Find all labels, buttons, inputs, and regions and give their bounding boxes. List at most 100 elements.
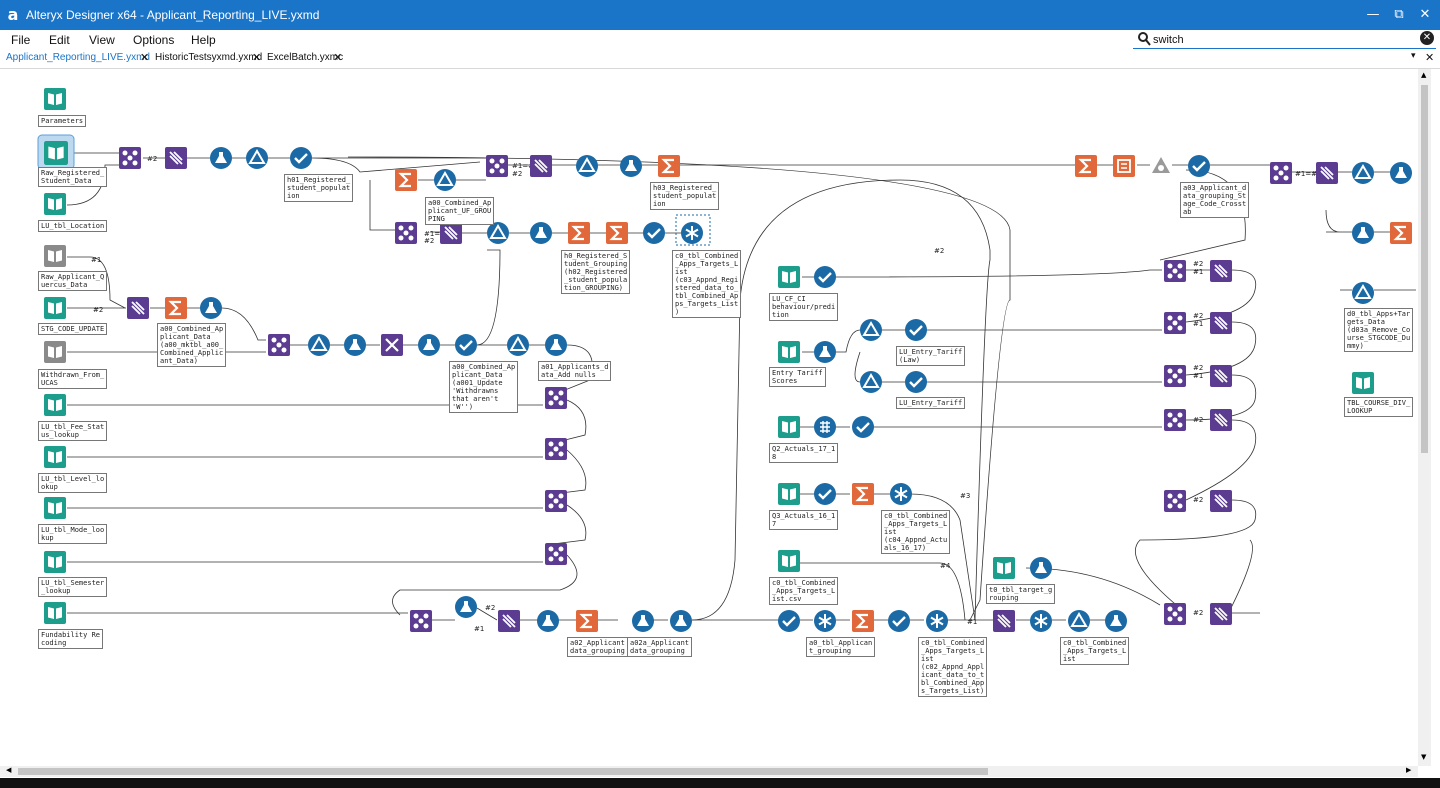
join-tool[interactable] <box>1164 409 1186 431</box>
output-data-tool[interactable] <box>1113 155 1135 177</box>
filter-tool[interactable] <box>860 371 882 393</box>
formula-tool[interactable] <box>1352 222 1374 244</box>
tab-historic-tests[interactable]: HistoricTestsyxmd.yxmd <box>155 52 263 63</box>
menu-help[interactable]: Help <box>191 33 216 47</box>
formula-tool[interactable] <box>1030 557 1052 579</box>
summarize-tool[interactable] <box>395 169 417 191</box>
tab-applicant-reporting[interactable]: Applicant_Reporting_LIVE.yxmd <box>6 52 150 63</box>
macro-tool[interactable] <box>1152 157 1170 173</box>
join-tool[interactable] <box>1164 312 1186 334</box>
sort-tool[interactable] <box>852 416 874 438</box>
join-tool[interactable] <box>486 155 508 177</box>
clear-search-icon[interactable]: ✕ <box>1420 31 1434 45</box>
filter-tool[interactable] <box>1352 282 1374 304</box>
join-tool[interactable] <box>395 222 417 244</box>
close-tab-icon[interactable]: ✕ <box>252 51 262 64</box>
input-data-tool[interactable] <box>44 297 66 319</box>
filter-tool[interactable] <box>308 334 330 356</box>
join-tool[interactable] <box>268 334 290 356</box>
tool-nodes[interactable] <box>37 88 1412 632</box>
select-tool[interactable] <box>993 610 1015 632</box>
formula-tool[interactable] <box>455 596 477 618</box>
input-data-tool[interactable] <box>44 245 66 267</box>
join-tool[interactable] <box>545 543 567 565</box>
join-tool[interactable] <box>119 147 141 169</box>
menu-file[interactable]: File <box>11 33 31 47</box>
select-tool[interactable] <box>440 222 462 244</box>
menu-edit[interactable]: Edit <box>49 33 70 47</box>
formula-tool[interactable] <box>537 610 559 632</box>
input-data-tool[interactable] <box>44 497 66 519</box>
workflow-graph[interactable]: #2 #1 #2 #1=#2 #2 #1=#2 #2 #2 #3 #4 #1 #… <box>0 69 1418 766</box>
menu-options[interactable]: Options <box>133 33 175 47</box>
select-tool[interactable] <box>127 297 149 319</box>
sort-tool[interactable] <box>1188 155 1210 177</box>
close-button[interactable]: ✕ <box>1419 7 1431 22</box>
input-data-tool[interactable] <box>993 557 1015 579</box>
input-data-tool[interactable] <box>1352 372 1374 394</box>
scroll-left-icon[interactable]: ◀ <box>6 766 12 774</box>
filter-tool[interactable] <box>576 155 598 177</box>
summarize-tool[interactable] <box>576 610 598 632</box>
filter-tool[interactable] <box>507 334 529 356</box>
vertical-scroll-thumb[interactable] <box>1421 85 1428 453</box>
vertical-scrollbar[interactable]: ▲ ▼ <box>1418 69 1431 766</box>
sort-tool[interactable] <box>888 610 910 632</box>
input-data-tool[interactable] <box>44 341 66 363</box>
formula-tool[interactable] <box>210 147 232 169</box>
close-tab-icon[interactable]: ✕ <box>1425 51 1435 64</box>
cross-tab-tool[interactable] <box>814 416 836 438</box>
minimize-button[interactable]: — <box>1366 7 1380 22</box>
join-tool[interactable] <box>1164 490 1186 512</box>
workflow-canvas[interactable]: #2 #1 #2 #1=#2 #2 #1=#2 #2 #2 #3 #4 #1 #… <box>0 69 1418 766</box>
formula-tool[interactable] <box>545 334 567 356</box>
input-data-tool[interactable] <box>44 446 66 468</box>
input-data-tool[interactable] <box>778 341 800 363</box>
summarize-tool[interactable] <box>1075 155 1097 177</box>
sort-tool[interactable] <box>290 147 312 169</box>
select-tool[interactable] <box>530 155 552 177</box>
scroll-right-icon[interactable]: ▶ <box>1406 766 1412 774</box>
join-tool[interactable] <box>1164 260 1186 282</box>
formula-tool[interactable] <box>418 334 440 356</box>
scroll-down-icon[interactable]: ▼ <box>1421 753 1427 761</box>
join-tool[interactable] <box>1164 365 1186 387</box>
filter-tool[interactable] <box>1068 610 1090 632</box>
formula-tool[interactable] <box>620 155 642 177</box>
filter-tool[interactable] <box>860 319 882 341</box>
join-tool[interactable] <box>545 387 567 409</box>
union-tool[interactable] <box>681 222 703 244</box>
horizontal-scroll-thumb[interactable] <box>18 768 988 775</box>
sort-tool[interactable] <box>905 371 927 393</box>
tab-excel-batch[interactable]: ExcelBatch.yxmc <box>267 52 344 63</box>
select-tool[interactable] <box>498 610 520 632</box>
select-tool[interactable] <box>1210 490 1232 512</box>
sort-tool[interactable] <box>814 266 836 288</box>
union-tool[interactable] <box>1030 610 1052 632</box>
summarize-tool[interactable] <box>568 222 590 244</box>
select-tool[interactable] <box>1210 365 1232 387</box>
input-data-tool[interactable] <box>44 602 66 624</box>
select-tool[interactable] <box>165 147 187 169</box>
formula-tool[interactable] <box>1105 610 1127 632</box>
restore-button[interactable]: ⧉ <box>1394 7 1404 22</box>
sort-tool[interactable] <box>643 222 665 244</box>
summarize-tool[interactable] <box>606 222 628 244</box>
input-data-tool[interactable] <box>778 483 800 505</box>
input-data-tool[interactable] <box>44 394 66 416</box>
union-tool[interactable] <box>814 610 836 632</box>
sort-tool[interactable] <box>905 319 927 341</box>
sort-tool[interactable] <box>455 334 477 356</box>
union-tool[interactable] <box>926 610 948 632</box>
filter-tool[interactable] <box>246 147 268 169</box>
summarize-tool[interactable] <box>165 297 187 319</box>
input-data-tool[interactable] <box>44 88 66 110</box>
input-data-tool[interactable] <box>44 551 66 573</box>
formula-tool[interactable] <box>632 610 654 632</box>
input-data-tool[interactable] <box>778 266 800 288</box>
select-tool[interactable] <box>1210 409 1232 431</box>
close-tab-icon[interactable]: ✕ <box>333 51 343 64</box>
join-tool[interactable] <box>410 610 432 632</box>
filter-tool[interactable] <box>487 222 509 244</box>
join-tool[interactable] <box>1270 162 1292 184</box>
